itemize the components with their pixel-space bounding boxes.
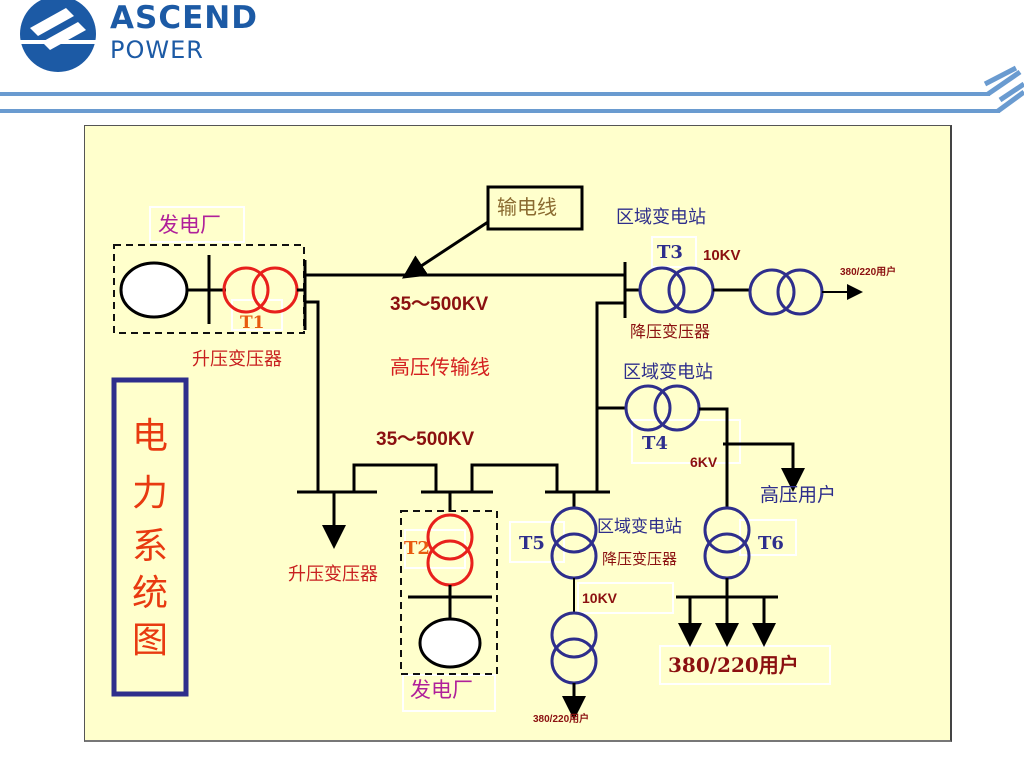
t3-type-label: 降压变压器 <box>630 322 710 341</box>
t1-type-label: 升压变压器 <box>192 349 282 370</box>
transformer-t3-icon <box>638 266 715 314</box>
t5-consumer-label: 380/220用户 <box>533 712 589 725</box>
t1-label: T1 <box>240 313 264 333</box>
title-char: 力 <box>132 473 168 514</box>
header-swoosh-icon <box>983 65 1024 114</box>
generator-top-icon <box>119 261 189 319</box>
transformer-t4-icon <box>624 384 701 432</box>
transformer-t1-icon <box>222 266 299 314</box>
voltage-top-label: 35～500KV <box>390 294 489 315</box>
t3-substation-label: 区域变电站 <box>616 207 706 228</box>
title-char: 电 <box>132 416 168 457</box>
transformer-t5-icon <box>550 506 598 580</box>
t4-substation-label: 区域变电站 <box>623 362 713 383</box>
t2-type-label: 升压变压器 <box>288 564 378 585</box>
generator-bottom-icon <box>418 617 482 669</box>
plant-bottom-boundary <box>400 510 498 675</box>
plant-bottom-label: 发电厂 <box>410 678 473 702</box>
t6-consumer-label: 380/220用户 <box>668 653 799 677</box>
ascend-logo-icon <box>20 0 96 72</box>
t3-consumer-label: 380/220用户 <box>840 265 896 278</box>
title-char: 统 <box>132 573 168 614</box>
t4-label: T4 <box>642 433 668 454</box>
t5-type-label: 降压变压器 <box>602 550 677 568</box>
title-char: 图 <box>132 620 168 661</box>
t2-label: T2 <box>404 538 430 559</box>
plant-top-label: 发电厂 <box>158 213 221 237</box>
transformer-t5-secondary-icon <box>550 611 598 685</box>
brand-subname: POWER <box>110 36 204 64</box>
transmission-line-callout-box <box>486 185 584 231</box>
t3-label: T3 <box>657 242 683 263</box>
transformer-t3-secondary-icon <box>748 268 824 316</box>
t4-voltage-label: 6KV <box>690 454 718 470</box>
brand-name: ASCEND <box>110 0 258 36</box>
header-rule <box>0 65 1024 114</box>
t5-label: T5 <box>519 533 545 554</box>
transformer-t6-icon <box>703 506 751 580</box>
t6-label: T6 <box>758 533 784 554</box>
t5-voltage-label: 10KV <box>582 590 618 606</box>
t4-consumer-label: 高压用户 <box>760 484 836 506</box>
title-box <box>111 377 189 697</box>
hv-line-label: 高压传输线 <box>390 355 490 379</box>
transmission-line-callout: 输电线 <box>497 195 557 219</box>
t3-voltage-label: 10KV <box>703 247 741 264</box>
voltage-bottom-label: 35～500KV <box>376 429 475 450</box>
t5-substation-label: 区域变电站 <box>597 517 682 537</box>
title-char: 系 <box>132 526 168 567</box>
